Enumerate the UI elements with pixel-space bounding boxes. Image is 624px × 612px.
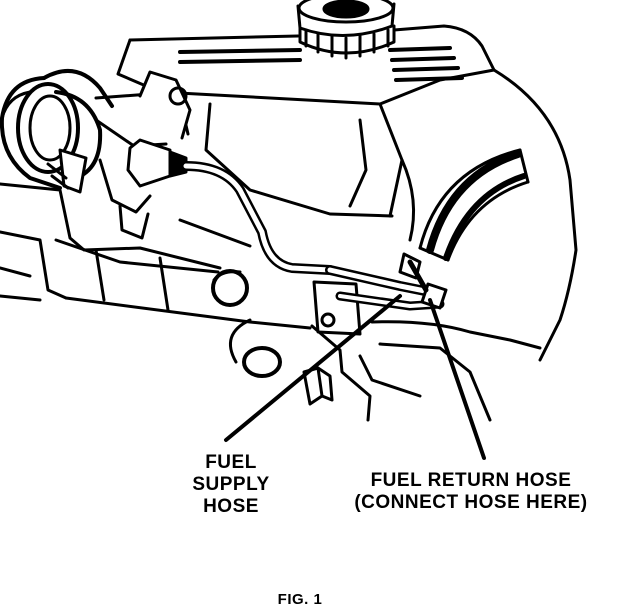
fuel-supply-line [181, 161, 335, 275]
throttle-body [0, 69, 192, 194]
fuel-line-fitting [98, 138, 188, 240]
fuel-return-hose [398, 148, 530, 310]
fuel-supply-hose-line-1: FUEL [205, 452, 257, 473]
fuel-return-hose-line-2: (CONNECT HOSE HERE) [354, 492, 588, 513]
fuel-return-hose-line-1: FUEL RETURN HOSE [370, 470, 572, 491]
fuel-supply-hose-line-2: SUPPLY [192, 474, 270, 495]
leader-lines [224, 294, 486, 460]
valve-cover [116, 24, 578, 362]
intake-manifold [0, 182, 542, 422]
fuel-return-hose-label: FUEL RETURN HOSE (CONNECT HOSE HERE) [340, 470, 602, 514]
figure-caption: FIG. 1 [277, 591, 323, 608]
fuel-supply-hose-line-3: HOSE [203, 496, 259, 517]
oil-filler-cap [296, 0, 396, 60]
fuel-supply-hose-label: FUEL SUPPLY HOSE [176, 452, 286, 518]
